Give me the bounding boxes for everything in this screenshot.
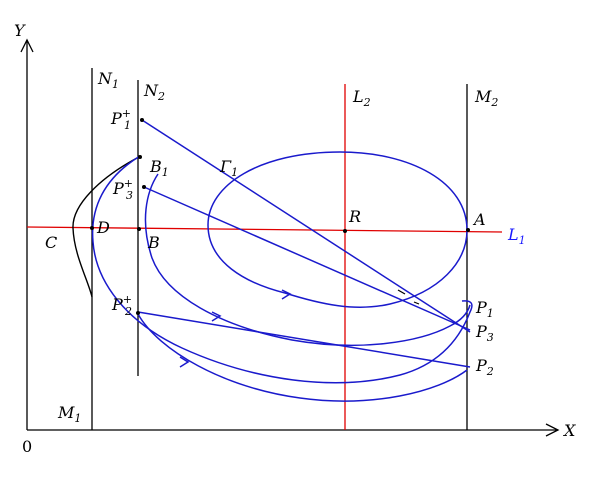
segment-P2plus-P2: [137, 311, 471, 368]
trajectories: [91, 119, 473, 402]
arrow-head-2: [211, 311, 222, 322]
label-R: R: [348, 207, 361, 226]
x-axis-arrow: [545, 423, 560, 437]
label-L1: L1: [507, 225, 526, 247]
tick-mark-2: [413, 301, 420, 305]
segment-P1plus-P3: [141, 119, 471, 333]
segment-P3plus-P3: [143, 186, 471, 331]
point-P3plus: [142, 185, 146, 189]
point-B: [137, 227, 141, 231]
trajectory-P1plus: [91, 155, 473, 384]
label-N1: N1: [97, 69, 119, 91]
label-P1: P1: [475, 298, 494, 320]
label-M1: M1: [57, 403, 81, 425]
label-Gamma1: Γ1: [219, 157, 238, 179]
trajectory-B1: [144, 173, 471, 347]
label-origin: 0: [22, 437, 32, 456]
label-P2plus: P+2: [111, 293, 132, 318]
tick-mark-1: [397, 289, 406, 295]
label-x-axis: X: [562, 421, 576, 440]
label-y-axis: Y: [14, 21, 26, 40]
label-C: C: [45, 233, 57, 252]
label-B: B: [147, 233, 160, 252]
point-R: [343, 229, 347, 233]
label-P3plus: P+3: [112, 177, 133, 202]
point-D: [90, 226, 94, 230]
point-P1plus: [140, 118, 144, 122]
axes: [20, 38, 560, 437]
label-D: D: [96, 218, 110, 237]
label-M2: M2: [474, 87, 498, 109]
label-N2: N2: [143, 81, 165, 103]
label-P3: P3: [475, 322, 494, 344]
label-L2: L2: [352, 87, 371, 109]
point-A: [466, 228, 470, 232]
y-axis-arrow: [20, 38, 34, 53]
arrow-head-3: [179, 356, 190, 368]
label-A: A: [472, 210, 486, 229]
trajectory-P2plus: [137, 313, 468, 402]
label-B1: B1: [149, 157, 169, 179]
line-L1: [26, 226, 503, 233]
arc-C: [72, 157, 138, 298]
label-P2: P2: [475, 356, 494, 378]
label-P1plus: P+1: [110, 107, 131, 132]
point-P2plus: [136, 311, 140, 315]
point-B1: [138, 155, 142, 159]
arrow-head-1: [281, 289, 292, 300]
